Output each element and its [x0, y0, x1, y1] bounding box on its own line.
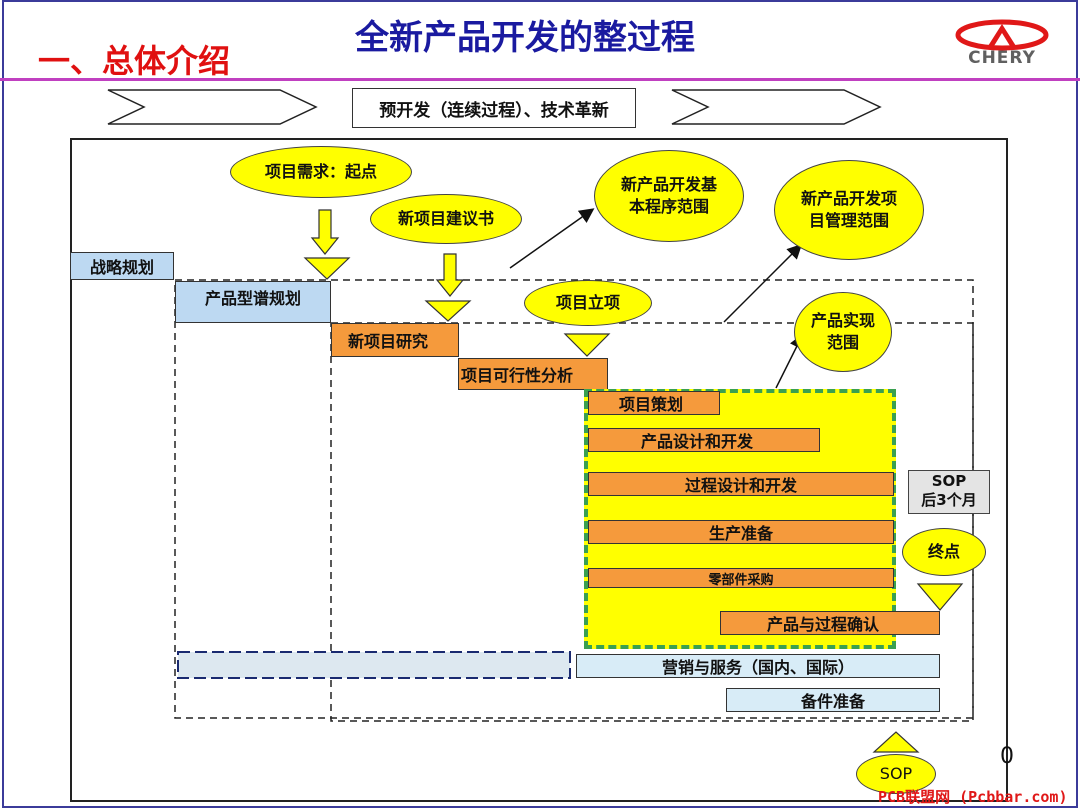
pre-development-box: 预开发（连续过程）、技术革新: [352, 88, 636, 128]
bar-confirmation: 产品与过程确认: [720, 611, 940, 635]
bar-new-project-research: 新项目研究: [331, 323, 459, 357]
milestone-triangle-icon: [303, 257, 964, 753]
ellipse-project-management: 新产品开发项目管理范围: [774, 160, 924, 260]
bar-production-prep: 生产准备: [588, 520, 894, 544]
bar-marketing: 营销与服务（国内、国际）: [576, 654, 940, 678]
chevron-left-icon: [107, 89, 318, 125]
sop-box-line1: SOP: [931, 472, 967, 490]
chevron-right-icon: [671, 89, 882, 125]
ellipse-realization: 产品实现范围: [794, 292, 892, 372]
page-number: 0: [1000, 744, 1014, 769]
watermark: PCB联盟网 (Pcbbar.com): [878, 788, 1068, 806]
bar-product-design: 产品设计和开发: [588, 428, 820, 452]
bar-spare-parts: 备件准备: [726, 688, 940, 712]
ellipse-approval: 项目立项: [524, 280, 652, 326]
bar-project-planning: 项目策划: [588, 391, 720, 415]
logo-text: CHERY: [968, 48, 1036, 68]
chery-logo-icon: [955, 19, 1049, 51]
ellipse-proposal: 新项目建议书: [370, 194, 522, 244]
page-title: 全新产品开发的整过程: [355, 18, 695, 58]
bar-process-design: 过程设计和开发: [588, 472, 894, 496]
ellipse-basic-procedure: 新产品开发基本程序范围: [594, 150, 744, 242]
bar-feasibility: 项目可行性分析: [458, 358, 608, 390]
bar-product-spectrum: 产品型谱规划: [175, 281, 331, 323]
sop-box-line2: 后3个月: [921, 490, 977, 509]
process-diagram-frame: [70, 138, 1008, 802]
down-arrow-icon: [310, 209, 465, 297]
section-title: 一、总体介绍: [38, 42, 231, 80]
ellipse-sop: SOP: [856, 754, 936, 794]
bar-strategy: 战略规划: [70, 252, 174, 280]
header-divider: [0, 78, 1080, 81]
bar-parts-purchase: 零部件采购: [588, 568, 894, 588]
ellipse-start: 项目需求：起点: [230, 146, 412, 198]
ellipse-end: 终点: [902, 528, 986, 576]
sop-after-3-months-box: SOP 后3个月: [908, 470, 990, 514]
